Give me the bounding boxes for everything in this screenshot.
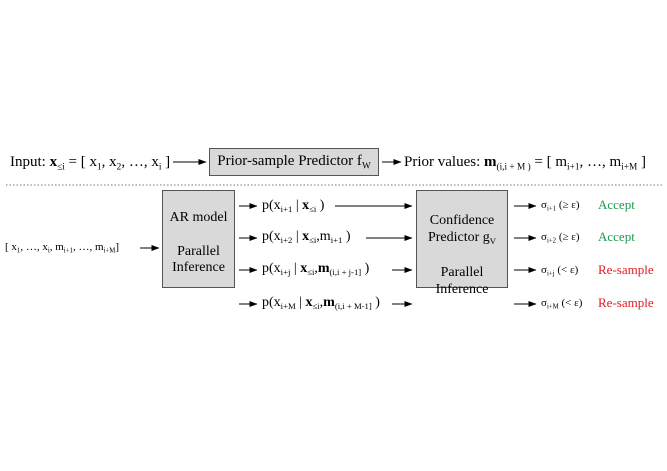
combined-input-sequence: [ x1, …, xi, mi+1, …, mi+M] — [5, 241, 119, 255]
sigma-row-m: σi+M (< ε) — [541, 297, 583, 311]
prob-row-j: p(xi+j | x≤i,m(i,i + j-1] ) — [262, 261, 370, 278]
prob-row-2: p(xi+2 | x≤i,mi+1 ) — [262, 229, 351, 246]
ar-model-box — [162, 190, 235, 288]
decision-resample-m: Re-sample — [598, 295, 654, 310]
decision-resample-j: Re-sample — [598, 262, 654, 277]
decision-accept-1: Accept — [598, 197, 635, 212]
sigma-row-2: σi+2 (≥ ε) — [541, 231, 580, 245]
prior-sample-predictor-box — [209, 148, 379, 176]
input-sequence-label: Input: x≤i = [ x1, x2, …, xi ] — [10, 154, 171, 173]
prob-row-1: p(xi+1 | x≤i ) — [262, 198, 325, 215]
prior-sample-predictor-label: Prior-sample Predictor fW — [217, 153, 371, 172]
prob-row-m: p(xi+M | x≤i,m(i,i + M-1] ) — [262, 295, 380, 312]
ar-model-label: AR model — [169, 210, 228, 225]
prior-values-label: Prior values: m(i,i + M ) = [ mi+1, …, m… — [404, 154, 647, 173]
confidence-predictor-box — [416, 190, 508, 288]
sigma-row-j: σi+j (< ε) — [541, 264, 579, 278]
sigma-row-1: σi+1 (≥ ε) — [541, 199, 580, 213]
decision-accept-2: Accept — [598, 229, 635, 244]
